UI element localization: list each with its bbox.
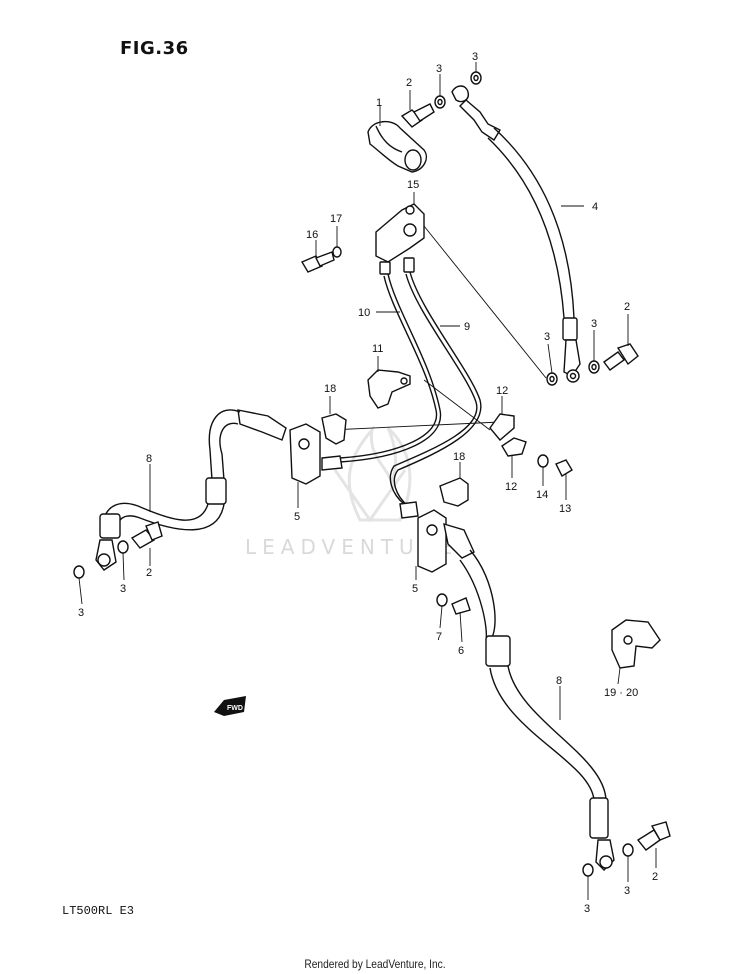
part-2-union-bolt-right (636, 821, 671, 851)
label-18: 18 (324, 383, 336, 395)
part-3-washer-right-a (582, 863, 594, 877)
label-3: 3 (591, 318, 597, 330)
label-5: 5 (294, 511, 300, 523)
part-11-bracket (367, 369, 411, 409)
fwd-arrow-icon: FWD (214, 696, 246, 716)
part-5-bracket-b (399, 501, 447, 573)
part-3-washer-left-a (73, 565, 85, 579)
label-2: 2 (652, 871, 658, 883)
part-8-brake-hose-left (95, 409, 287, 571)
leader-lines (78, 62, 657, 900)
label-14: 14 (536, 489, 548, 501)
part-18-clip-a (321, 413, 347, 445)
part-18-clip-b (439, 477, 469, 507)
label-17: 17 (330, 213, 342, 225)
part-2-union-bolt-mid (603, 343, 639, 371)
label-2: 2 (406, 77, 412, 89)
part-5-bracket-a (289, 423, 343, 485)
model-code: LT500RL E3 (62, 904, 135, 918)
part-2-union-bolt-left (130, 521, 163, 549)
label-10: 10 (358, 307, 370, 319)
label-11: 11 (372, 343, 383, 355)
label-2: 2 (146, 567, 152, 579)
label-8: 8 (146, 453, 152, 465)
part-10-brake-pipe (339, 273, 442, 463)
part-14-washer (537, 454, 549, 468)
part-3-washer-mid-b (588, 360, 600, 374)
part-13-bolt (555, 459, 573, 477)
label-13: 13 (559, 503, 571, 515)
part-4-brake-hose (451, 85, 581, 383)
label-15: 15 (407, 179, 419, 191)
part-2-union-bolt-top (400, 103, 435, 128)
label-12: 12 (505, 481, 517, 493)
label-7: 7 (436, 631, 442, 643)
part-3-washer-top-a (434, 95, 446, 109)
part-1-union-fitting (367, 121, 428, 173)
part-12-clamp-a (489, 413, 515, 441)
part-16-bolt (300, 251, 335, 273)
part-3-washer-right-b (622, 843, 634, 857)
fwd-label: FWD (227, 705, 243, 712)
figure-title: FIG.36 (120, 38, 189, 59)
part-3-washer-mid-a (546, 372, 558, 386)
part-3-washer-top-b (470, 71, 482, 85)
label-6: 6 (458, 645, 464, 657)
watermark-logo (333, 425, 412, 523)
part-12-clamp-b (501, 437, 527, 457)
label-9: 9 (464, 321, 470, 333)
part-15-junction-block (375, 203, 425, 275)
part-19-20-bracket (611, 619, 661, 669)
part-8-brake-hose-right (443, 522, 615, 871)
label-3: 3 (544, 331, 550, 343)
label-3: 3 (584, 903, 590, 915)
label-8: 8 (556, 675, 562, 687)
label-3: 3 (472, 51, 478, 63)
label-18: 18 (453, 451, 465, 463)
label-5: 5 (412, 583, 418, 595)
label-2: 2 (624, 301, 630, 313)
label-3: 3 (78, 607, 84, 619)
label-3: 3 (624, 885, 630, 897)
part-7-washer (436, 593, 448, 607)
label-16: 16 (306, 229, 318, 241)
label-1: 1 (376, 97, 382, 109)
part-17-washer (332, 246, 342, 258)
part-6-bolt (451, 597, 471, 615)
part-number-labels: 1 2 3 3 4 15 17 16 10 9 2 3 3 11 12 18 1… (78, 51, 658, 915)
part-3-washer-left-b (117, 540, 129, 554)
label-19-20: 19 · 20 (604, 687, 638, 699)
label-3: 3 (120, 583, 126, 595)
label-3: 3 (436, 63, 442, 75)
label-4: 4 (592, 201, 598, 213)
label-12: 12 (496, 385, 508, 397)
footer-credit: Rendered by LeadVenture, Inc. (304, 957, 446, 971)
